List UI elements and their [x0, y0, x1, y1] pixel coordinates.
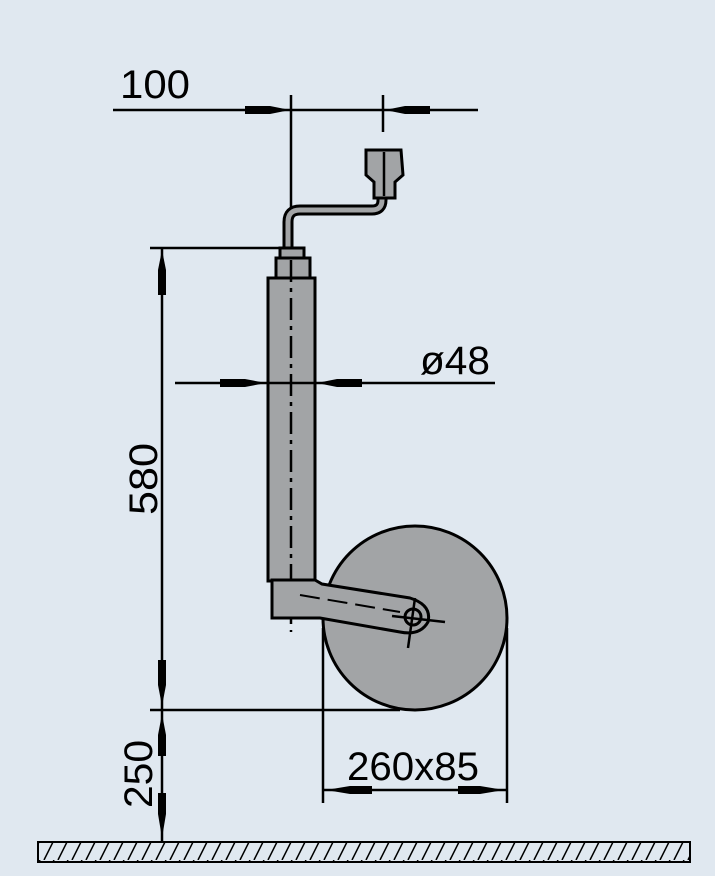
dimension-crank-offset: 100 [113, 63, 478, 250]
dimension-label-100: 100 [120, 63, 190, 107]
dimension-wheel-size: 260x85 [321, 628, 509, 803]
dimension-label-diameter: ø48 [420, 339, 490, 383]
dimension-tube-diameter: ø48 [175, 339, 495, 387]
wheel-arm [270, 578, 431, 635]
wheel [270, 524, 509, 712]
dimension-label-250: 250 [117, 740, 161, 808]
dimension-ground-clearance: 250 [117, 714, 166, 838]
dimension-label-580: 580 [122, 443, 166, 515]
dimension-label-wheel-size: 260x85 [347, 745, 479, 789]
crank-handle [282, 148, 405, 250]
support-tube [266, 246, 317, 632]
ground-hatch [37, 841, 691, 863]
